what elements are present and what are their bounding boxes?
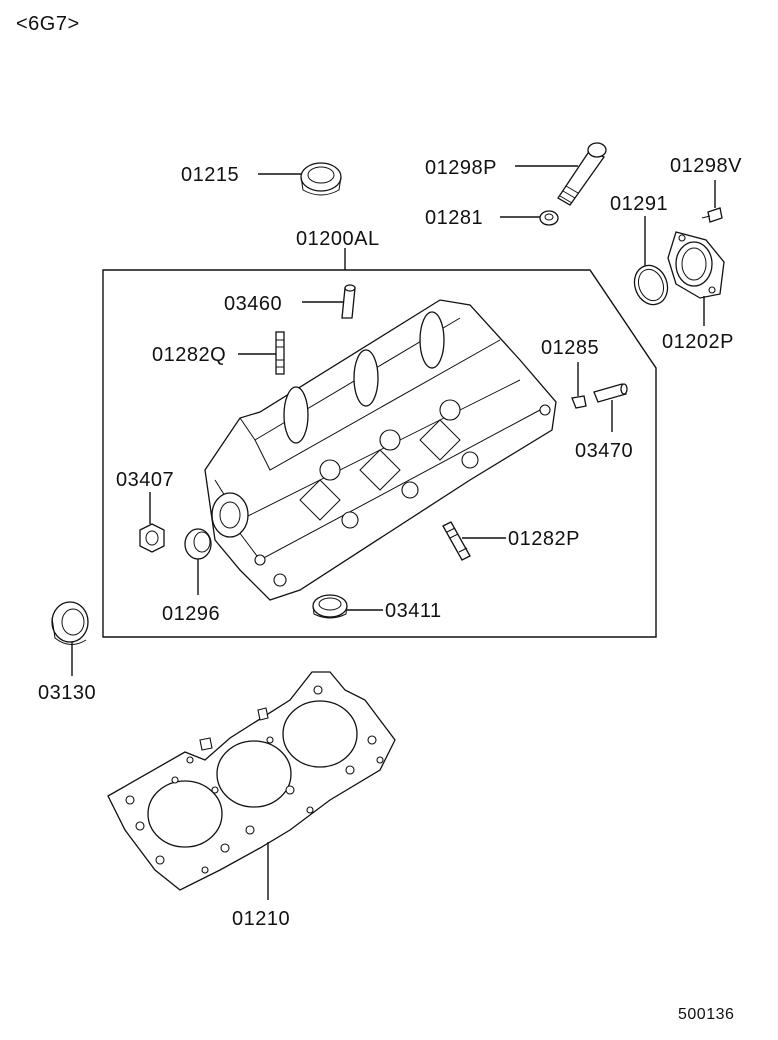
part-03407-nut[interactable] [139, 523, 165, 553]
diagram-code: <6G7> [16, 13, 80, 35]
label-01200al[interactable]: 01200AL [296, 228, 380, 250]
part-01296-plug[interactable] [184, 528, 212, 560]
part-01202p-housing[interactable] [667, 231, 725, 299]
label-01296[interactable]: 01296 [162, 603, 220, 625]
label-03470[interactable]: 03470 [575, 440, 633, 462]
label-01285[interactable]: 01285 [541, 337, 599, 359]
label-03130[interactable]: 03130 [38, 682, 96, 704]
label-03411[interactable]: 03411 [385, 600, 442, 622]
part-01281-washer[interactable] [539, 210, 559, 226]
label-03460[interactable]: 03460 [224, 293, 282, 315]
label-01291[interactable]: 01291 [610, 193, 668, 215]
label-01210[interactable]: 01210 [232, 908, 290, 930]
label-03407[interactable]: 03407 [116, 469, 174, 491]
label-01215[interactable]: 01215 [181, 164, 239, 186]
label-01298p[interactable]: 01298P [425, 157, 497, 179]
part-01298p-bolt[interactable] [557, 142, 607, 206]
part-03411-seal[interactable] [312, 594, 348, 619]
label-01202p[interactable]: 01202P [662, 331, 734, 353]
part-01291-o-ring[interactable] [629, 261, 673, 310]
part-01282q-stud[interactable] [275, 331, 285, 375]
part-01282p-stud[interactable] [442, 521, 471, 561]
label-01282q[interactable]: 01282Q [152, 344, 226, 366]
label-01298v[interactable]: 01298V [670, 155, 742, 177]
part-01215-seal[interactable] [300, 162, 342, 196]
part-03470-pin[interactable] [593, 383, 628, 403]
label-01282p[interactable]: 01282P [508, 528, 580, 550]
assembly-frame [102, 269, 657, 638]
figure-number: 500136 [678, 1006, 734, 1023]
part-03460-tube[interactable] [341, 284, 356, 319]
label-01281[interactable]: 01281 [425, 207, 483, 229]
part-01285-plug[interactable] [571, 395, 587, 409]
part-01210-head-gasket[interactable] [107, 671, 396, 891]
part-03130-oil-seal[interactable] [51, 601, 89, 645]
part-01298v-bolt[interactable] [701, 207, 723, 223]
part-cylinder-head[interactable] [204, 299, 557, 601]
